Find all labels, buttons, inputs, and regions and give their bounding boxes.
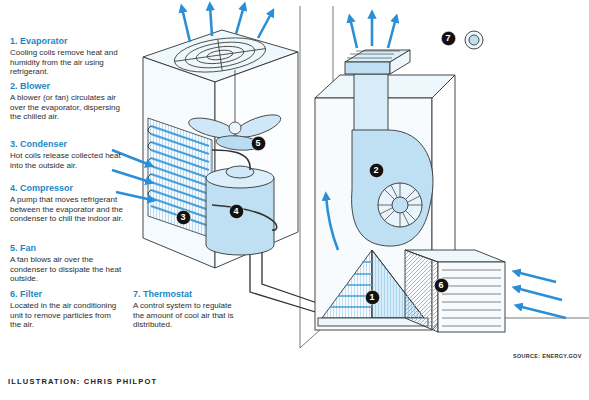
refrigerant-lines-part [250,255,322,314]
thermostat-part [469,35,479,45]
blower-part [352,130,433,246]
thermostat [465,31,483,49]
thermostat-part [465,31,483,49]
part-description: Cooling coils remove heat and humidity f… [10,48,128,77]
callout-text-box: 3 [176,210,191,225]
callout-text-box: 4 [229,204,244,219]
outdoor-unit-part [143,57,215,268]
condenser-coil-part [151,126,209,226]
compressor-part [212,150,250,170]
source-credit: SOURCE: ENERGY.GOV [513,352,589,362]
callout-text-box: 1 [365,290,380,305]
part-title: 5. Fan [10,243,130,254]
supply-duct [345,50,410,134]
airflow-arrow [112,6,566,318]
compressor-part [206,178,274,255]
callout-circle-shape [251,136,265,150]
part-description: A blower (or fan) circulates air over th… [10,93,128,122]
evaporator-coil-part [322,250,372,318]
callout-badge: 2 [369,163,384,178]
airflow-arrow-part [112,170,150,182]
part-description: A pump that moves refrigerant between th… [10,195,128,224]
condenser-coil-part [148,126,151,198]
callout-badge: 6 [434,278,449,293]
part-description: A fan blows air over the condenser to di… [10,255,128,284]
airflow-arrow-part [518,306,566,318]
callout-badge: 3 [176,210,191,225]
airflow-arrow-part [182,8,190,42]
part-title: 1. Evaporator [10,36,130,47]
airflow-arrow-part [350,18,357,48]
air-filter-part [405,250,438,332]
room-wall [300,6,589,348]
outdoor-unit [143,30,298,268]
airflow-arrow-part [371,14,374,46]
callout-number: 2 [373,166,378,175]
callout-circle-shape [441,31,455,45]
callout-number: 7 [445,34,450,43]
callout-badge: 1 [365,290,380,305]
airflow-arrow-part [116,192,152,200]
airflow-arrow-part [516,288,562,300]
condenser-coil [148,118,212,238]
callout-number: 4 [233,207,238,216]
fan-grille [172,33,268,77]
callout-text-box: 6 [434,278,449,293]
blower [352,130,433,246]
airflow-arrow-part [326,196,338,250]
fan-grille-part [172,33,268,77]
callout-text-box: 5 [251,136,266,151]
part-title: 2. Blower [10,81,130,92]
part-description: Hot coils release collected heat into th… [10,151,128,170]
air-filter-part [442,270,501,326]
air-filter-part [438,262,505,332]
condenser-coil-part [148,118,212,238]
part-title: 3. Condenser [10,139,130,150]
supply-duct-part [354,74,388,134]
airflow-arrow-part [516,272,556,282]
callout-number: 3 [180,213,185,222]
callout-number: 1 [369,293,374,302]
part-title: 6. Filter [10,289,125,300]
compressor [206,150,277,255]
callout-circle-shape [434,278,448,292]
supply-duct-part [390,50,410,74]
callout-circle-shape [176,210,190,224]
fan-grille-part [172,33,268,77]
blower-part [378,183,422,227]
part-title: 7. Thermostat [133,289,258,300]
callout-number: 6 [438,281,443,290]
illustration-credit: ILLUSTRATION: CHRIS PHILPOT [8,377,157,386]
callout-number: 5 [255,139,260,148]
callout-text-box: 2 [369,163,384,178]
airflow-arrow-part [258,12,272,38]
supply-duct-part [345,62,390,74]
airflow-arrow-part [388,18,396,48]
condenser-fan-part [235,70,236,122]
part-title: 4. Compressor [10,183,130,194]
callout-badge: 7 [441,31,456,46]
callout-badge: 4 [229,204,244,219]
supply-duct-part [347,51,400,58]
callout-circle-shape [365,290,379,304]
airflow-arrow-part [210,6,212,36]
callout-circle-shape [229,204,243,218]
blower-part [378,183,422,227]
callout-circle-shape [369,163,383,177]
blower-part [392,197,408,213]
condenser-fan-part [229,122,241,134]
airflow-arrow-part [236,6,244,34]
compressor-part [212,205,277,230]
air-filter [405,250,505,332]
callout-text-box: 7 [441,31,456,46]
callout-badge: 5 [251,136,266,151]
part-description: Located in the air conditioning unit to … [10,301,122,330]
part-description: A control system to regulate the amount … [133,301,245,330]
